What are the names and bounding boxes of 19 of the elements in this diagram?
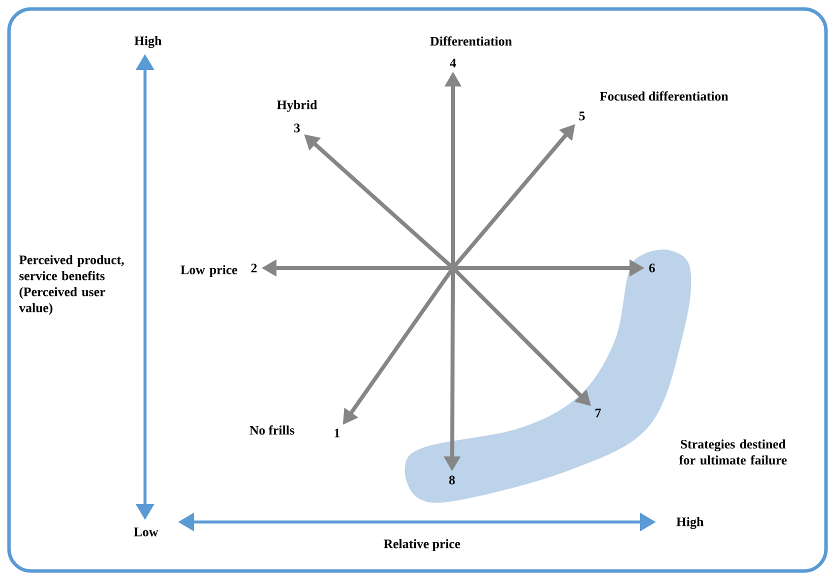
axis-title: Relative price: [384, 539, 460, 551]
strategy-number: 1: [334, 428, 340, 438]
strategy-number: 3: [294, 124, 300, 132]
strategy-label: Focused differentiation: [600, 91, 728, 101]
strategy-number: 8: [449, 476, 455, 484]
strategy-label: Hybrid: [277, 100, 318, 112]
band-caption: Strategies destined for ultimate failure: [679, 439, 787, 465]
strategy-label: No frills: [250, 425, 294, 435]
strategy-number: 2: [251, 264, 257, 272]
axis-label: High: [676, 517, 704, 529]
strategy-label: Low price: [180, 265, 238, 277]
strategy-label: Differentiation: [430, 36, 512, 46]
axis-label: High: [134, 36, 162, 48]
axis-title: Perceived product, service benefits (Perceived user value): [19, 255, 124, 315]
axis-label: Low: [134, 528, 158, 536]
strategy-number: 5: [579, 112, 585, 120]
strategy-number: 7: [596, 408, 601, 418]
strategy-number: 4: [450, 58, 456, 68]
strategy-number: 6: [649, 264, 655, 272]
